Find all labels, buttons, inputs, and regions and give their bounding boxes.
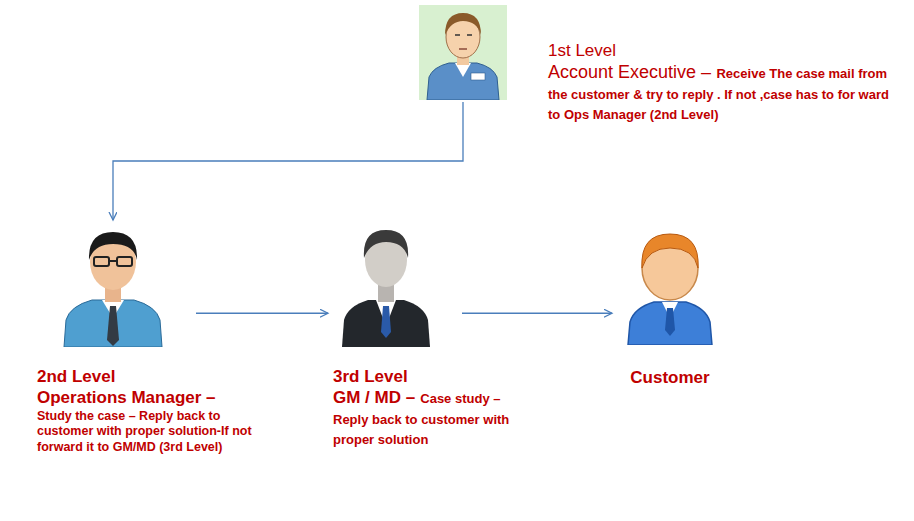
role-title: GM / MD –	[333, 388, 415, 407]
level-heading: 1st Level	[548, 40, 900, 61]
person-icon	[58, 222, 168, 347]
person-node: Customer	[600, 230, 740, 388]
flow-arrow	[113, 102, 463, 220]
text-box: Customer	[600, 230, 740, 388]
text-box: 1st LevelAccount Executive –Receive The …	[548, 3, 900, 124]
role-title: Account Executive –	[548, 62, 711, 82]
person-node: 3rd LevelGM / MD –Case study – Reply bac…	[328, 222, 528, 449]
person-node: 1st LevelAccount Executive –Receive The …	[415, 3, 905, 124]
description-paragraph: Account Executive –Receive The case mail…	[548, 61, 900, 124]
text-box: 3rd LevelGM / MD –Case study – Reply bac…	[333, 222, 525, 449]
flow-arrow	[462, 313, 612, 314]
person-icon	[338, 222, 434, 347]
level-heading: 3rd Level	[333, 366, 525, 387]
role-title: Operations Manager –	[37, 387, 252, 408]
role-description: Study the case – Reply back to customer …	[37, 409, 252, 456]
person-icon	[622, 230, 718, 345]
level-heading: 2nd Level	[37, 366, 252, 387]
level-heading: Customer	[600, 367, 740, 388]
person-icon	[419, 5, 507, 100]
description-paragraph: GM / MD –Case study – Reply back to cust…	[333, 387, 525, 448]
text-box: 2nd LevelOperations Manager –Study the c…	[37, 222, 252, 455]
flow-arrow	[196, 313, 328, 314]
person-node: 2nd LevelOperations Manager –Study the c…	[30, 222, 255, 455]
